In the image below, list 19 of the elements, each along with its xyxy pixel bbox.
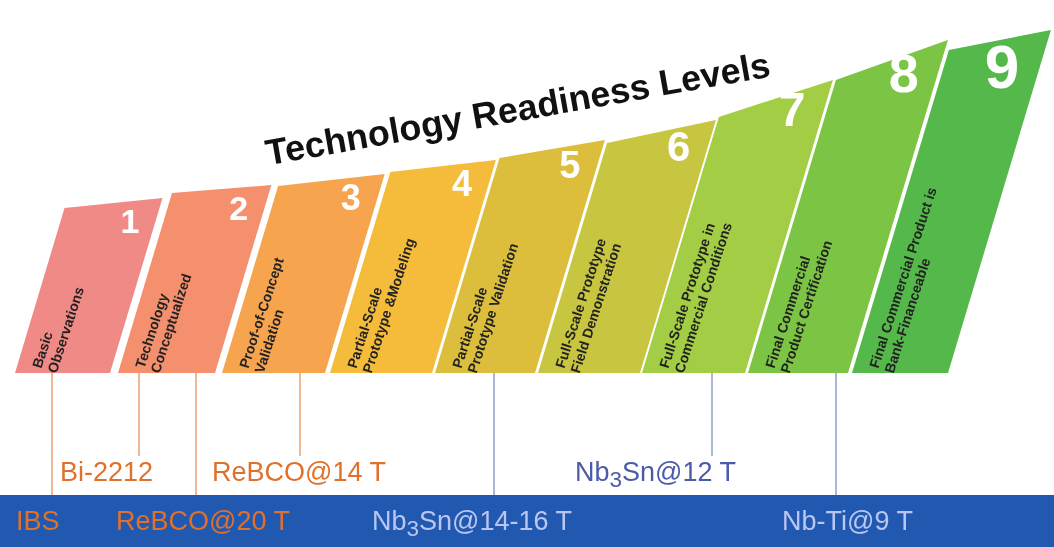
material-label: Nb$_{3}$Sn@14-16 T — [372, 505, 573, 544]
leader-line — [299, 372, 301, 457]
leader-line — [138, 372, 140, 457]
material-label: Nb-Ti@9 T — [782, 505, 913, 537]
material-label: Bi-2212 — [60, 456, 154, 488]
level-number: 4 — [452, 166, 473, 202]
material-label: Nb$_{3}$Sn@12 T — [575, 456, 736, 495]
level-number: 2 — [229, 191, 249, 225]
level-number: 1 — [120, 204, 140, 238]
material-label: ReBCO@14 T — [212, 456, 386, 488]
material-label: IBS — [16, 505, 60, 537]
level-number: 9 — [984, 36, 1020, 98]
material-label: ReBCO@20 T — [116, 505, 290, 537]
level-number: 6 — [666, 126, 691, 168]
level-number: 8 — [888, 46, 919, 100]
level-number: 5 — [559, 146, 581, 184]
leader-line — [711, 372, 713, 457]
level-number: 3 — [340, 180, 361, 216]
band-background — [0, 495, 1054, 547]
